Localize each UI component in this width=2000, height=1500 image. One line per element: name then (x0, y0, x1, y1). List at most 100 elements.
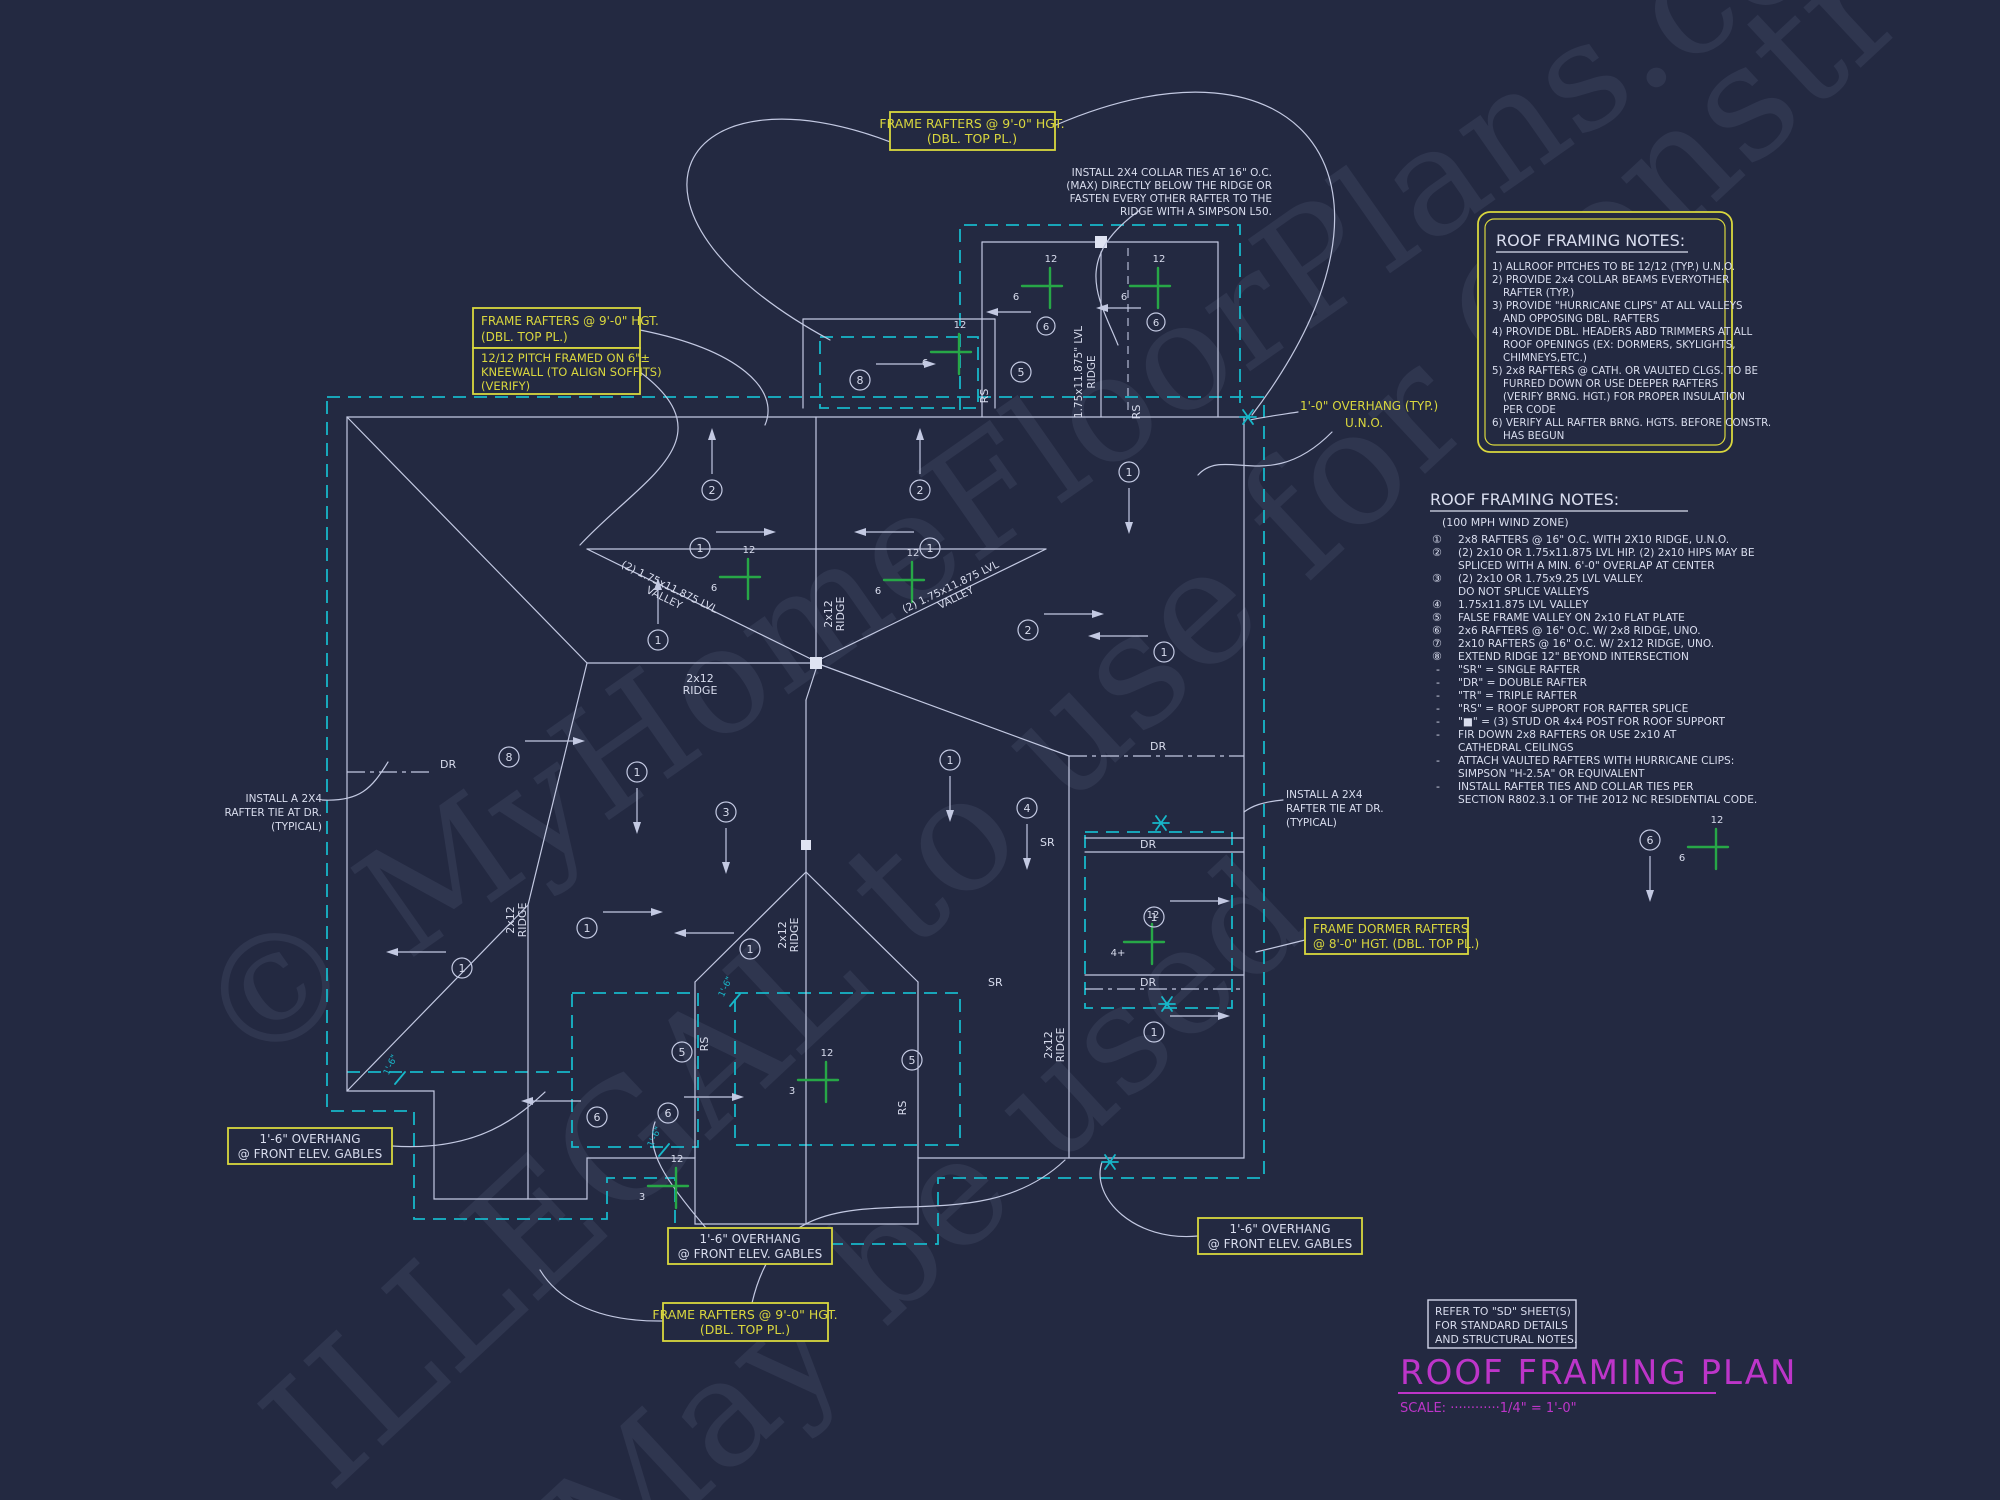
svg-text:(TYPICAL): (TYPICAL) (1286, 817, 1337, 829)
callout-overhang-typ: 1'-0" OVERHANG (TYP.) U.N.O. (1300, 399, 1438, 430)
ridge-label: 2x12 RIDGE (776, 918, 801, 953)
svg-text:6: 6 (1013, 292, 1019, 303)
svg-text:5: 5 (909, 1054, 916, 1067)
keynote-marker: 6 (521, 1097, 608, 1128)
ridge-label: 2x12 RIDGE (822, 597, 847, 632)
svg-text:12: 12 (1147, 910, 1160, 921)
svg-text:"DR" = DOUBLE RAFTER: "DR" = DOUBLE RAFTER (1458, 677, 1588, 689)
pitch-symbol: 12 6 (1679, 815, 1730, 871)
keynote-marker: 8 (498, 737, 585, 768)
pitch-symbol: 12 6 (711, 545, 762, 601)
page-title: ROOF FRAMING PLAN (1400, 1353, 1797, 1393)
callout-overhang-gables-left: 1'-6" OVERHANG @ FRONT ELEV. GABLES (227, 1127, 393, 1165)
svg-text:2: 2 (709, 484, 716, 497)
svg-text:6: 6 (1153, 318, 1159, 329)
svg-text:⑧: ⑧ (1432, 650, 1442, 663)
svg-text:@ FRONT ELEV. GABLES: @ FRONT ELEV. GABLES (678, 1247, 822, 1261)
keynote-marker: 5 (901, 1049, 923, 1071)
svg-text:1: 1 (697, 542, 704, 555)
svg-text:1'-6" OVERHANG: 1'-6" OVERHANG (699, 1232, 800, 1246)
pitch-symbol: 12 3 (639, 1154, 690, 1210)
svg-text:6: 6 (1043, 322, 1049, 333)
svg-text:SECTION R802.3.1 OF THE 2012 N: SECTION R802.3.1 OF THE 2012 NC RESIDENT… (1458, 794, 1757, 806)
scale-label: SCALE: ············1/4" = 1'-0" (1400, 1401, 1577, 1416)
svg-text:(DBL. TOP PL.): (DBL. TOP PL.) (927, 131, 1017, 146)
svg-text:FOR STANDARD DETAILS: FOR STANDARD DETAILS (1435, 1319, 1568, 1332)
callout-rafter-tie-left: INSTALL A 2X4 RAFTER TIE AT DR. (TYPICAL… (224, 793, 322, 833)
svg-text:3: 3 (639, 1192, 645, 1203)
svg-text:@ 8'-0" HGT. (DBL. TOP PL.): @ 8'-0" HGT. (DBL. TOP PL.) (1313, 937, 1479, 951)
svg-text:"RS" = ROOF SUPPORT FOR RAFTER: "RS" = ROOF SUPPORT FOR RAFTER SPLICE (1458, 703, 1689, 715)
svg-text:-: - (1436, 702, 1440, 715)
rs-label: RS (698, 1037, 711, 1052)
svg-text:REFER TO "SD" SHEET(S): REFER TO "SD" SHEET(S) (1435, 1305, 1571, 1318)
svg-text:1'-6" OVERHANG: 1'-6" OVERHANG (259, 1132, 360, 1146)
svg-text:12/12 PITCH FRAMED ON 6"±: 12/12 PITCH FRAMED ON 6"± (481, 351, 650, 365)
svg-text:(DBL. TOP PL.): (DBL. TOP PL.) (481, 330, 568, 344)
keynote-marker: 1 (854, 528, 941, 559)
svg-text:SIMPSON "H-2.5A" OR EQUIVALENT: SIMPSON "H-2.5A" OR EQUIVALENT (1458, 768, 1645, 780)
svg-text:12: 12 (821, 1048, 834, 1059)
svg-text:①: ① (1432, 533, 1442, 546)
svg-text:"TR" = TRIPLE RAFTER: "TR" = TRIPLE RAFTER (1458, 690, 1578, 702)
svg-text:3) PROVIDE "HURRICANE CLIPS" A: 3) PROVIDE "HURRICANE CLIPS" AT ALL VALL… (1492, 300, 1743, 312)
callout-refer-sd: REFER TO "SD" SHEET(S) FOR STANDARD DETA… (1427, 1299, 1577, 1349)
keynote-marker: 1 (626, 761, 648, 834)
pitch-symbol: 12 4+ (1111, 910, 1166, 966)
callout-rafter-tie-right: INSTALL A 2X4 RAFTER TIE AT DR. (TYPICAL… (1286, 789, 1384, 829)
keynote-marker: 2 (909, 428, 931, 501)
svg-text:⑥: ⑥ (1432, 624, 1442, 637)
svg-text:CHIMNEYS,ETC.): CHIMNEYS,ETC.) (1503, 352, 1587, 364)
callout-frame-rafters-bottom: FRAME RAFTERS @ 9'-0" HGT. (DBL. TOP PL.… (652, 1302, 838, 1342)
svg-text:2x12: 2x12 (504, 906, 517, 934)
svg-text:KNEEWALL (TO ALIGN SOFFITS): KNEEWALL (TO ALIGN SOFFITS) (481, 365, 662, 379)
callout-overhang-gables-center: 1'-6" OVERHANG @ FRONT ELEV. GABLES (667, 1227, 833, 1265)
dr-label: DR (440, 758, 456, 771)
svg-text:RIDGE: RIDGE (683, 684, 718, 697)
svg-text:CATHEDRAL CEILINGS: CATHEDRAL CEILINGS (1458, 742, 1574, 754)
svg-text:5: 5 (679, 1046, 686, 1059)
annotations: FRAME RAFTERS @ 9'-0" HGT. (DBL. TOP PL.… (224, 111, 1577, 1349)
svg-text:1.75x11.875" LVL: 1.75x11.875" LVL (1073, 326, 1085, 418)
svg-text:HAS BEGUN: HAS BEGUN (1503, 430, 1564, 442)
svg-text:3: 3 (723, 806, 730, 819)
keynote-marker: 8 (849, 360, 936, 391)
svg-text:-: - (1436, 728, 1440, 741)
rs-label: RS (978, 389, 991, 404)
keynote-marker: 1 (386, 948, 473, 979)
svg-text:6: 6 (1679, 853, 1685, 864)
svg-text:U.N.O.: U.N.O. (1345, 416, 1383, 430)
svg-text:⑦: ⑦ (1432, 637, 1442, 650)
notes-list-subtitle: (100 MPH WIND ZONE) (1442, 516, 1569, 529)
svg-text:AND STRUCTURAL NOTES.: AND STRUCTURAL NOTES. (1435, 1333, 1577, 1346)
svg-text:(MAX) DIRECTLY BELOW THE RIDGE: (MAX) DIRECTLY BELOW THE RIDGE OR (1066, 180, 1272, 192)
svg-text:6: 6 (1121, 292, 1127, 303)
svg-text:1: 1 (584, 922, 591, 935)
svg-text:12: 12 (1153, 254, 1166, 265)
keynote-marker: 1 (689, 528, 776, 559)
svg-text:2) PROVIDE 2x4 COLLAR BEAMS EV: 2) PROVIDE 2x4 COLLAR BEAMS EVERYOTHER (1492, 274, 1729, 286)
svg-text:FRAME DORMER RAFTERS: FRAME DORMER RAFTERS (1313, 922, 1468, 936)
callout-frame-dormer-rafters: FRAME DORMER RAFTERS @ 8'-0" HGT. (DBL. … (1304, 917, 1479, 955)
svg-text:PER CODE: PER CODE (1503, 404, 1556, 416)
lvl-ridge-label: 1.75x11.875" LVL RIDGE (1073, 326, 1098, 418)
keynote-marker: 1 (647, 578, 669, 651)
svg-text:DO NOT SPLICE VALLEYS: DO NOT SPLICE VALLEYS (1458, 586, 1589, 598)
svg-text:"■" = (3) STUD OR 4x4 POST FOR: "■" = (3) STUD OR 4x4 POST FOR ROOF SUPP… (1458, 716, 1726, 728)
ridge-label: 2x12 RIDGE (504, 903, 529, 938)
svg-text:3: 3 (789, 1086, 795, 1097)
svg-text:6) VERIFY ALL RAFTER BRNG. HGT: 6) VERIFY ALL RAFTER BRNG. HGTS. BEFORE … (1492, 417, 1771, 429)
svg-text:INSTALL A 2X4: INSTALL A 2X4 (245, 793, 322, 805)
svg-text:AND OPPOSING DBL. RAFTERS: AND OPPOSING DBL. RAFTERS (1503, 313, 1659, 325)
svg-text:RIDGE: RIDGE (1086, 355, 1098, 388)
keynote-marker: 2 (1017, 610, 1104, 641)
svg-text:RIDGE: RIDGE (516, 903, 529, 938)
callout-frame-rafters-left: FRAME RAFTERS @ 9'-0" HGT. (DBL. TOP PL.… (472, 307, 662, 395)
title-block: ROOF FRAMING PLAN SCALE: ············1/4… (1398, 1353, 1797, 1416)
sr-label: SR (1040, 836, 1055, 849)
svg-text:INSTALL RAFTER TIES AND COLLAR: INSTALL RAFTER TIES AND COLLAR TIES PER (1458, 781, 1694, 793)
keynote-marker: 3 (715, 801, 737, 874)
svg-text:2x12: 2x12 (822, 600, 835, 628)
rs-label: RS (1130, 405, 1143, 420)
